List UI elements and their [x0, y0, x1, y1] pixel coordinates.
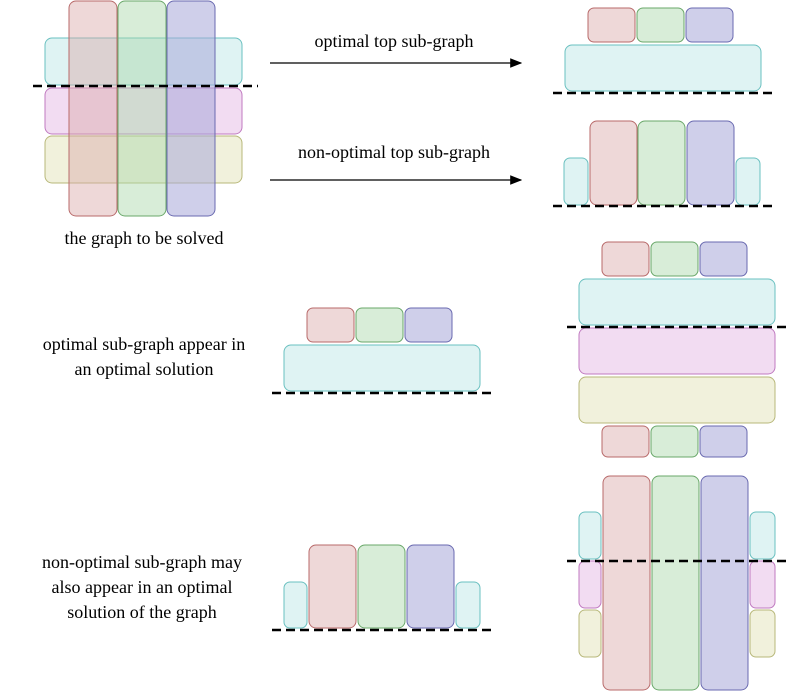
label-optimal-top: optimal top sub-graph: [315, 31, 474, 51]
graph-col-red: [68, 0, 118, 217]
label-nonoptimal-appear-1: non-optimal sub-graph may: [42, 552, 242, 572]
optimal-solution-1: [567, 241, 790, 458]
block-green: [357, 544, 406, 629]
block-red: [589, 120, 638, 206]
block-yellow-left: [578, 609, 602, 658]
block-red: [587, 7, 636, 43]
block-blue: [406, 544, 455, 629]
block-yellow: [578, 376, 776, 424]
label-nonoptimal-appear-2: also appear in an optimal: [52, 577, 233, 597]
block-blue: [685, 7, 734, 43]
block-blue-top: [699, 241, 748, 277]
block-cyan: [564, 44, 762, 92]
block-yellow-right: [749, 609, 776, 658]
block-cyan-left: [283, 581, 308, 629]
block-cyan-left: [578, 511, 602, 560]
block-green-bottom: [650, 425, 699, 458]
nonoptimal-top-subgraph: [553, 120, 776, 208]
label-nonoptimal-appear-3: solution of the graph: [67, 602, 216, 622]
label-nonoptimal-top: non-optimal top sub-graph: [298, 142, 490, 162]
block-green-top: [650, 241, 699, 277]
optimal-subgraph-appear: [272, 307, 495, 395]
optimal-solution-2: [567, 475, 790, 691]
block-green: [636, 7, 685, 43]
block-cyan: [578, 278, 776, 326]
label-optimal-appear-2: an optimal solution: [75, 359, 214, 379]
block-green: [651, 475, 700, 691]
block-pink-left: [578, 560, 602, 609]
nonoptimal-subgraph-appear: [272, 544, 495, 632]
block-blue: [700, 475, 749, 691]
optimal-top-subgraph: [553, 7, 776, 95]
block-red: [306, 307, 355, 343]
block-pink-right: [749, 560, 776, 609]
block-red-bottom: [601, 425, 650, 458]
block-cyan: [283, 344, 481, 392]
block-red-top: [601, 241, 650, 277]
block-cyan-left: [563, 157, 589, 206]
block-blue-bottom: [699, 425, 748, 458]
graph-col-blue: [166, 0, 216, 217]
label-graph-to-solve: the graph to be solved: [65, 228, 224, 248]
block-blue: [686, 120, 735, 206]
block-red: [602, 475, 651, 691]
block-red: [308, 544, 357, 629]
graph-col-green: [117, 0, 167, 217]
block-blue: [404, 307, 453, 343]
block-green: [355, 307, 404, 343]
block-green: [637, 120, 686, 206]
label-optimal-appear-1: optimal sub-graph appear in: [43, 334, 245, 354]
block-cyan-right: [735, 157, 761, 206]
block-cyan-right: [455, 581, 481, 629]
block-pink: [578, 327, 776, 375]
full-graph: [33, 0, 258, 217]
block-cyan-right: [749, 511, 776, 560]
